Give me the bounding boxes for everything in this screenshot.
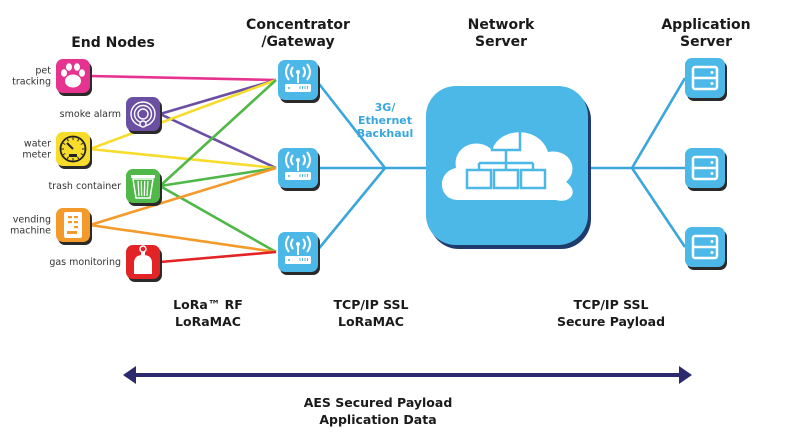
application-server	[685, 148, 727, 191]
rf-protocol-line1: LoRa™ RF	[173, 297, 243, 312]
app-link	[630, 167, 687, 248]
app-protocol-line1: TCP/IP SSL	[574, 297, 649, 312]
gateway	[278, 60, 320, 103]
arrow-left-head	[123, 366, 136, 384]
end-node-pet-tracking	[56, 59, 92, 96]
gas-tank-icon	[134, 245, 152, 274]
gateway	[278, 148, 320, 191]
backhaul-link	[314, 79, 387, 169]
rf-link	[159, 78, 277, 116]
end-node-label: trash container	[49, 181, 122, 192]
end-node-gas-monitoring	[126, 245, 162, 282]
end-node-label: water	[24, 139, 51, 150]
trash-can-icon	[131, 175, 155, 199]
server-icon	[691, 155, 719, 181]
network-server	[426, 86, 591, 249]
rf-link	[159, 79, 277, 187]
rf-link	[89, 78, 277, 151]
wifi-router-icon	[285, 235, 311, 264]
aes-label-line1: AES Secured Payload	[304, 395, 453, 410]
end-node-vending-machine	[56, 208, 92, 245]
wifi-router-icon	[285, 63, 311, 92]
end-node-smoke-alarm	[126, 97, 162, 134]
aes-double-arrow	[123, 366, 692, 384]
gw-protocol-line1: TCP/IP SSL	[334, 297, 409, 312]
application-server	[685, 58, 727, 101]
app-servers-layer	[685, 58, 727, 270]
rf-link	[159, 250, 277, 264]
end-node-label: vending	[13, 215, 51, 226]
backhaul-link	[314, 167, 387, 253]
network-server-header-line1: Network	[468, 17, 535, 33]
application-server	[685, 227, 727, 270]
end-node-label: meter	[22, 150, 51, 161]
end-node-water-meter	[56, 132, 92, 169]
paw-icon	[61, 63, 85, 88]
gateway-header-line2: /Gateway	[261, 34, 334, 50]
aes-label-line2: Application Data	[319, 412, 436, 427]
meter-gauge-icon	[59, 135, 87, 163]
rf-link	[159, 184, 277, 254]
arrow-right-head	[679, 366, 692, 384]
end-node-label: smoke alarm	[60, 109, 121, 120]
rf-link	[89, 223, 277, 254]
rf-link	[159, 166, 277, 188]
rf-link	[89, 74, 277, 82]
server-icon	[691, 234, 719, 260]
smoke-alarm-icon	[130, 101, 156, 128]
app-link	[630, 77, 687, 169]
rf-link	[159, 112, 277, 170]
app-server-header-line2: Server	[680, 34, 732, 50]
gateway	[278, 232, 320, 275]
gateways-layer	[278, 60, 320, 275]
links-layer	[89, 74, 687, 264]
cloud-network-icon	[441, 129, 573, 201]
end-nodes-header: End Nodes	[71, 35, 155, 51]
network-server-header-line2: Server	[475, 34, 527, 50]
end-node-label: pet	[35, 66, 51, 77]
rf-link	[89, 147, 277, 170]
server-icon	[691, 65, 719, 91]
vending-machine-icon	[64, 212, 82, 238]
app-protocol-line2: Secure Payload	[557, 314, 665, 329]
end-node-label: machine	[10, 226, 51, 237]
app-server-header-line1: Application	[661, 17, 750, 33]
backhaul-label-line2: Ethernet	[358, 114, 412, 127]
gateway-header-line1: Concentrator	[246, 17, 350, 33]
end-node-label: gas monitoring	[49, 257, 121, 268]
end-node-label: tracking	[12, 77, 51, 88]
end-node-trash-container	[126, 169, 162, 206]
rf-protocol-line2: LoRaMAC	[175, 314, 241, 329]
gw-protocol-line2: LoRaMAC	[338, 314, 404, 329]
backhaul-label-line3: Backhaul	[357, 127, 414, 140]
rf-link	[89, 166, 277, 227]
backhaul-label-line1: 3G/	[375, 101, 397, 114]
wifi-router-icon	[285, 151, 311, 180]
